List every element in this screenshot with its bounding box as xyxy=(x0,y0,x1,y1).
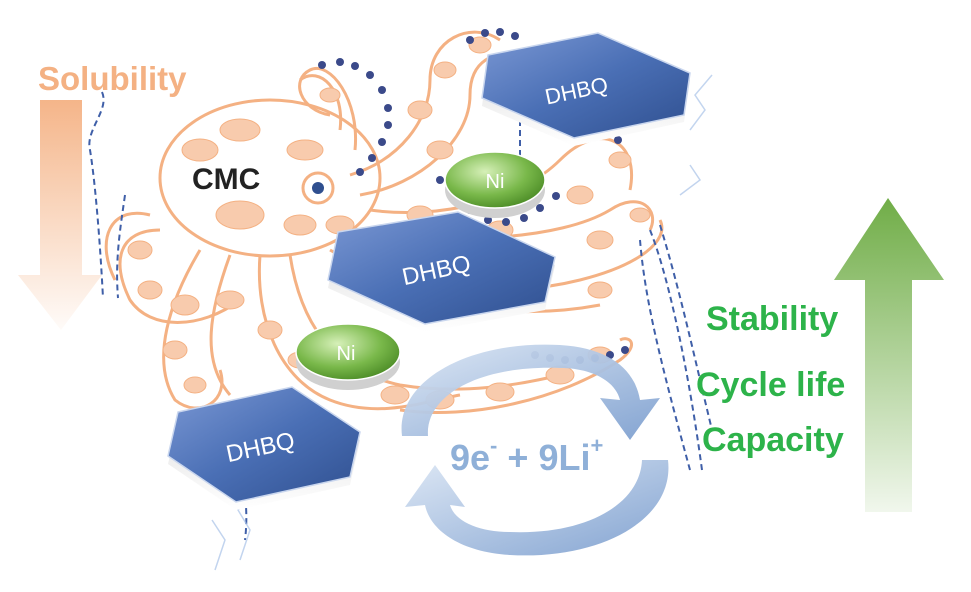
octopus-cmc-binder xyxy=(104,30,664,415)
reaction-electrons: 9e xyxy=(450,437,491,478)
cycle-life-label: Cycle life xyxy=(696,366,846,404)
capacity-label: Capacity xyxy=(702,421,844,459)
reaction-plus: + xyxy=(507,437,529,478)
tentacle-5 xyxy=(298,67,358,151)
stability-label: Stability xyxy=(706,300,839,338)
properties-up-arrow xyxy=(834,198,944,512)
tentacle-2 xyxy=(162,249,224,410)
octopus-eye xyxy=(301,171,335,205)
cycle-arrow-lower xyxy=(405,460,669,556)
cycle-arrows xyxy=(401,344,669,556)
reaction-equation: 9e- + 9Li+ xyxy=(450,433,603,479)
reaction-lithium: 9Li xyxy=(538,437,591,478)
dhbq-tile-bottom xyxy=(167,386,361,510)
dhbq-tile-middle xyxy=(327,211,556,332)
tentacle-4 xyxy=(349,30,501,177)
octopus-spots xyxy=(127,36,651,410)
tentacle-8 xyxy=(399,337,633,415)
ni-label-bottom: Ni xyxy=(337,343,356,365)
solubility-down-arrow xyxy=(18,100,102,330)
ni-disc-top xyxy=(444,151,546,218)
ni-label-top: Ni xyxy=(486,171,505,193)
cmc-label: CMC xyxy=(192,163,261,196)
dhbq-tile-top xyxy=(481,32,691,146)
cycle-arrow-upper xyxy=(401,344,660,440)
electron-charge: - xyxy=(490,433,498,458)
lithium-charge: + xyxy=(590,433,604,458)
tentacle-1 xyxy=(118,228,241,324)
ni-disc-bottom xyxy=(295,323,401,390)
octopus-head xyxy=(158,98,382,258)
solubility-label: Solubility xyxy=(38,60,187,97)
